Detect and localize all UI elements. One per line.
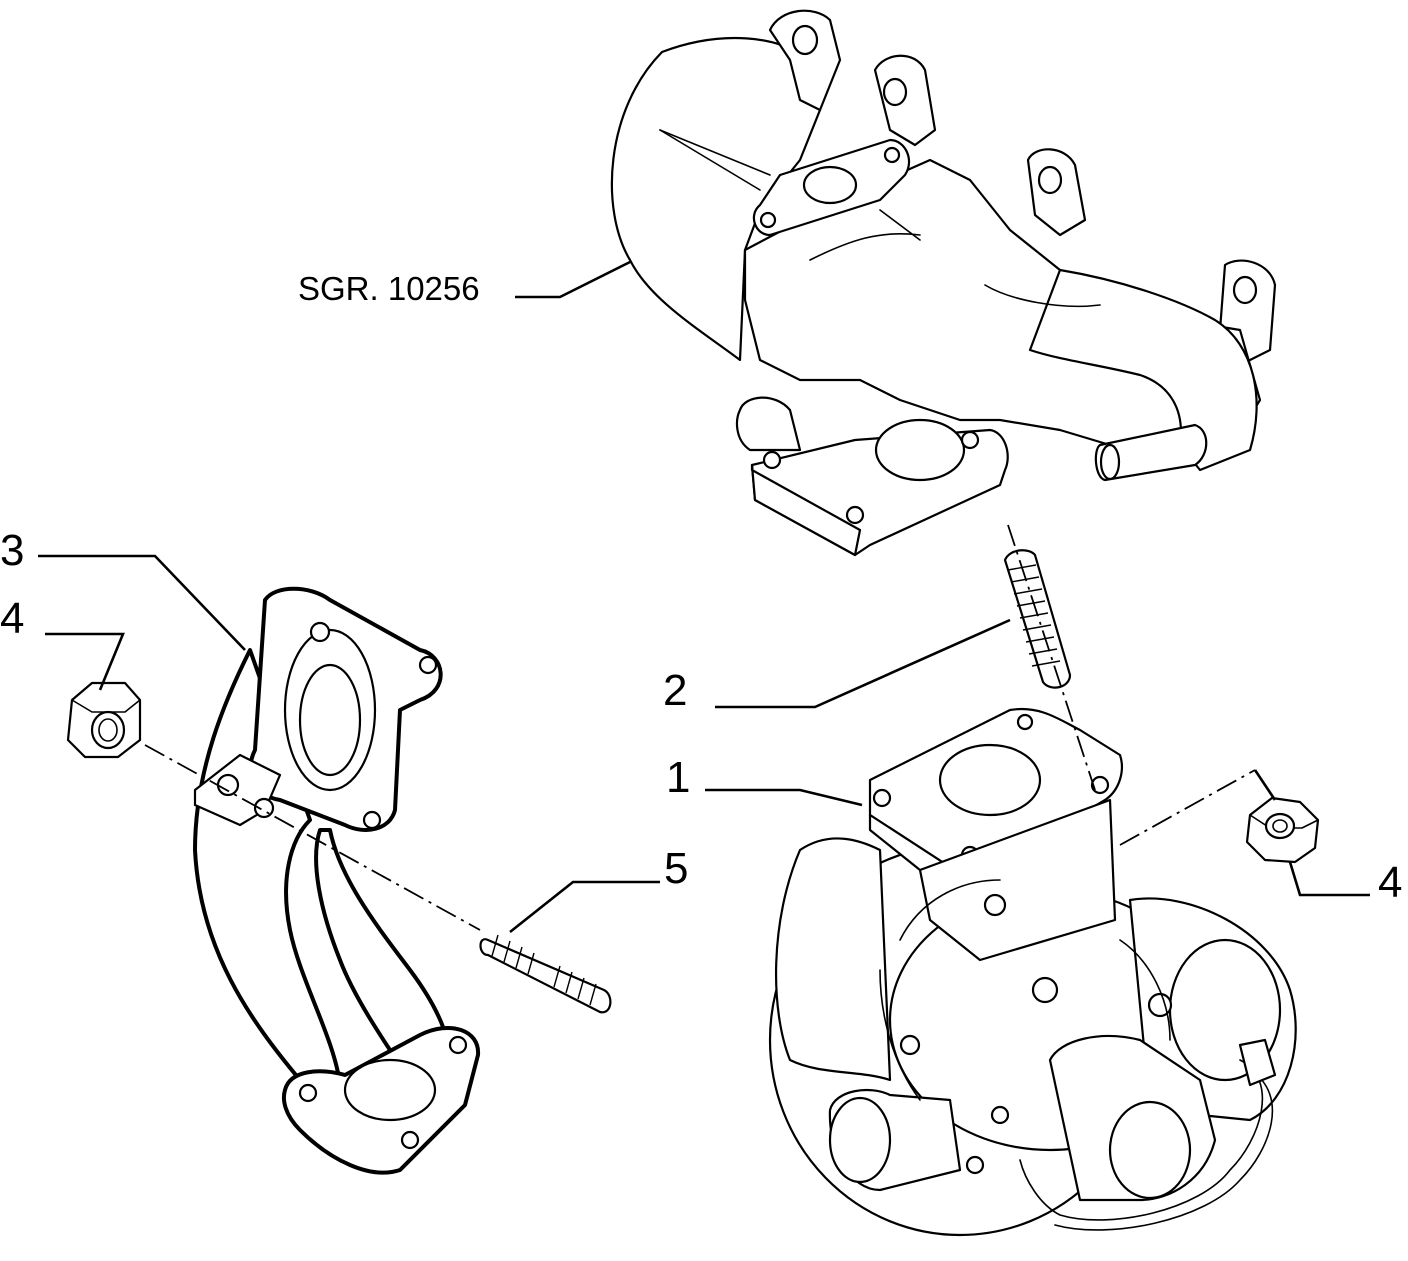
stud-5 xyxy=(479,934,612,1014)
nut-right xyxy=(1245,796,1320,864)
callout-4-right: 4 xyxy=(1378,858,1402,907)
reference-label: SGR. 10256 xyxy=(298,270,480,307)
callout-4-left: 4 xyxy=(0,594,24,643)
callout-3: 3 xyxy=(0,526,24,575)
nut-left xyxy=(66,681,142,759)
callout-1: 1 xyxy=(666,753,690,802)
callout-2: 2 xyxy=(663,666,687,715)
exhaust-manifold xyxy=(610,9,1277,557)
callout-5: 5 xyxy=(664,844,688,893)
exhaust-pipe-elbow xyxy=(193,586,481,1175)
stud-2 xyxy=(1003,549,1072,689)
turbocharger xyxy=(768,707,1297,1237)
assembly-axes xyxy=(144,524,1256,931)
leader-lines xyxy=(38,260,1370,934)
